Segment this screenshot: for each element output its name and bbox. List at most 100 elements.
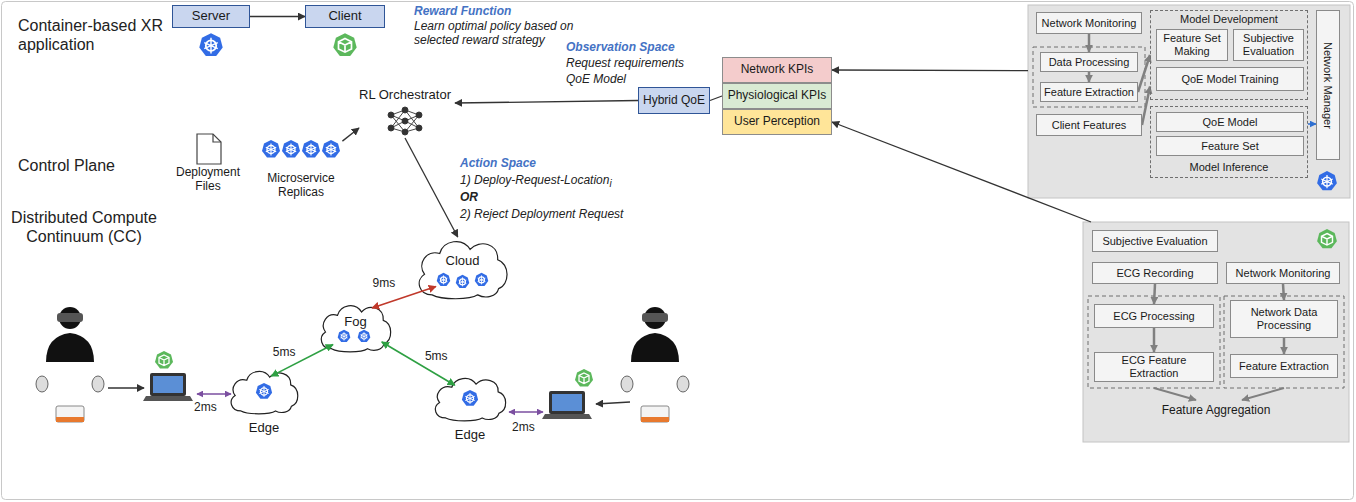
input-arrow: [596, 402, 630, 404]
label-wrap: QoE Model: [566, 72, 716, 86]
connector: [1142, 87, 1150, 126]
network-manager-panel: Network MonitoringData ProcessingFeature…: [1028, 5, 1350, 198]
neural-network-icon: [388, 107, 422, 135]
label-wrap: Control Plane: [18, 156, 168, 175]
latency-label: 2ms: [194, 400, 217, 414]
label-wrap: Observation Space: [566, 40, 716, 54]
label-wrap: Learn optimal policy based on selected r…: [414, 19, 592, 47]
kubernetes-icon: [1317, 229, 1337, 248]
node-text: Network Data Processing: [1234, 306, 1334, 331]
node-text: Physiological KPIs: [728, 89, 827, 103]
latency-link: [509, 411, 543, 413]
panel-ground: [1028, 5, 1350, 198]
label-wrap: Reward Function: [414, 4, 584, 18]
node-text: Deployment Files: [163, 166, 253, 194]
label-wrap: Request requirements: [566, 56, 716, 70]
subscript: i: [609, 178, 611, 189]
edge-node: Edge: [228, 368, 300, 436]
node-text: QoE Model Training: [1181, 73, 1278, 86]
connector: [1283, 338, 1286, 354]
node-text: Data Processing: [1049, 56, 1130, 69]
section-text: QoE Model: [566, 72, 626, 86]
label-wrap: OR: [460, 190, 660, 204]
node-text: Feature Extraction: [1044, 86, 1134, 99]
process-box: QoE Model: [1156, 112, 1304, 132]
label-wrap: 2ms: [512, 420, 546, 434]
latency-label: 5ms: [271, 345, 298, 359]
process-box: ECG Processing: [1094, 304, 1214, 328]
connector: [405, 138, 458, 237]
connector: [1283, 284, 1284, 300]
kubernetes-icon: [437, 273, 451, 286]
connector: [1088, 72, 1091, 82]
laptop-icon: [542, 391, 592, 419]
node-text: Client: [328, 9, 361, 24]
connector: [832, 122, 1091, 222]
connector: [710, 96, 722, 101]
row-heading: Control Plane: [18, 157, 115, 174]
node-text: Feature Set: [1201, 140, 1258, 153]
process-box: Feature Set: [1156, 136, 1304, 156]
kubernetes-icon: [338, 330, 351, 342]
dashed-group: [1088, 296, 1220, 388]
process-box: Feature Extraction: [1040, 82, 1138, 102]
node-text: ECG Recording: [1116, 267, 1193, 280]
node-text: Client Features: [1052, 119, 1127, 132]
section-text: OR: [460, 190, 478, 204]
flow-arrow: [1154, 388, 1196, 400]
node-text: Network Monitoring: [1042, 17, 1137, 30]
node-text: Feature Extraction: [1239, 360, 1329, 373]
kpi-box: User Perception: [722, 109, 832, 135]
latency-label: 2ms: [512, 420, 535, 434]
flow-arrow: [1242, 388, 1284, 400]
node-text: Feature Set Making: [1160, 32, 1224, 57]
node-text: RL Orchestrator: [359, 88, 451, 103]
kubernetes-icon: [155, 351, 173, 369]
input-arrow: [108, 387, 144, 388]
latency-label: 9ms: [371, 276, 398, 290]
xr-user: [621, 307, 689, 422]
hybrid-qoe-box: Hybrid QoE: [638, 87, 710, 114]
edge-node: Edge: [432, 375, 508, 443]
label-wrap: 2) Reject Deployment Request: [460, 207, 660, 221]
node-text: Hybrid QoE: [643, 94, 705, 108]
latency-link: [197, 393, 231, 395]
process-box: Network Monitoring: [1226, 262, 1340, 284]
connector: [250, 16, 305, 17]
edges: [250, 17, 1316, 386]
section-text: 2) Reject Deployment Request: [460, 207, 623, 221]
connector: [455, 101, 638, 104]
node-text: User Perception: [734, 115, 820, 129]
replica-icons: [262, 140, 340, 158]
node-text: Subjective Evaluation: [1237, 32, 1300, 57]
section-text: Learn optimal policy based on selected r…: [414, 19, 573, 47]
node-text: ECG Feature Extraction: [1098, 354, 1210, 379]
dashed-group: [1033, 47, 1145, 107]
process-box: Client Features: [1036, 114, 1142, 136]
document-icon: [197, 134, 221, 164]
process-box: Feature Extraction: [1230, 354, 1338, 378]
kpi-box: Physiological KPIs: [722, 83, 832, 109]
connector: [382, 342, 455, 385]
dashed-group: [1224, 296, 1344, 388]
node-grounds: [231, 5, 1350, 442]
node-text: Microservice Replicas: [258, 172, 344, 200]
label-wrap: 2ms: [194, 400, 228, 414]
section-heading: Reward Function: [414, 4, 511, 18]
node-text: Network Manager: [1322, 42, 1335, 129]
node-text: Network Monitoring: [1236, 267, 1331, 280]
kubernetes-icon: [358, 330, 371, 342]
node-text: Edge: [455, 428, 485, 443]
panel-ground: [1083, 222, 1349, 442]
label-wrap: Action Space: [460, 156, 660, 170]
label-wrap: Distributed Compute Continuum (CC): [8, 208, 160, 246]
connector: [271, 345, 333, 377]
kubernetes-icon: [456, 275, 470, 288]
process-box: Network Data Processing: [1230, 300, 1338, 338]
node-text: Fog: [344, 315, 366, 330]
connector: [342, 128, 359, 141]
node-text: Feature Aggregation: [1162, 404, 1271, 418]
cloud-shape: [231, 371, 298, 413]
section-heading: Action Space: [460, 156, 536, 170]
